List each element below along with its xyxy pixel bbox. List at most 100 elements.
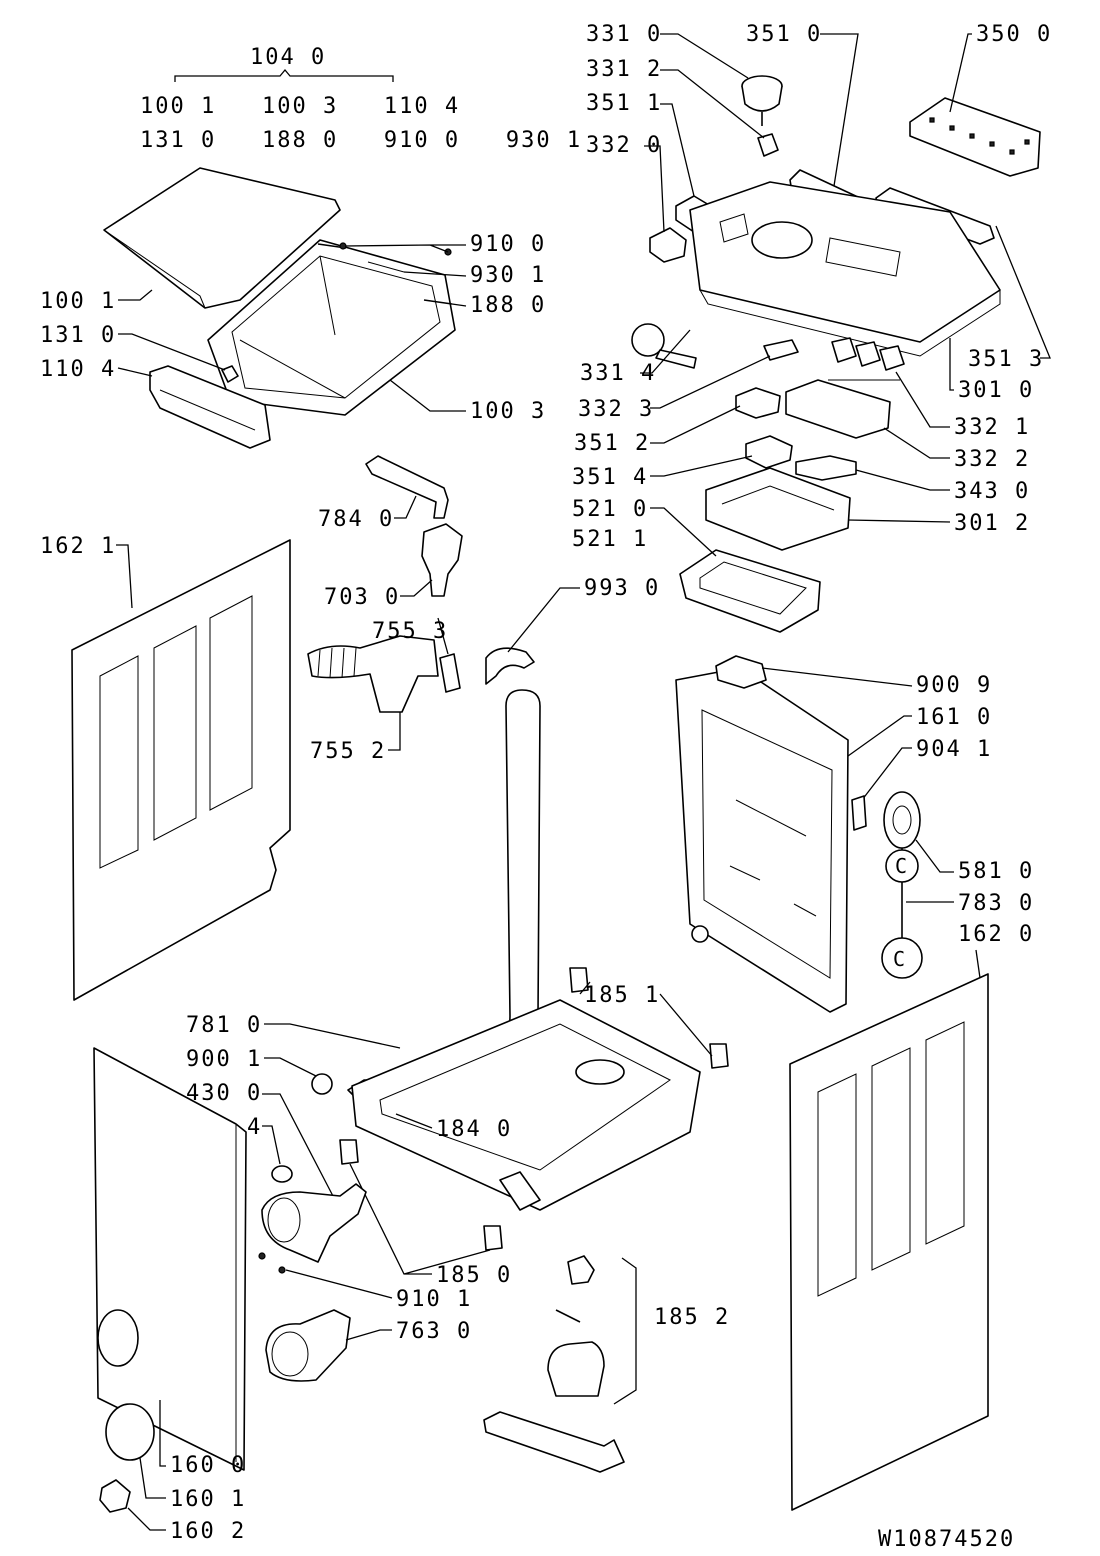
kit-pin (555, 1309, 581, 1323)
callout-185-0: 185 0 (436, 1263, 512, 1288)
right-panel-rib-3 (925, 1021, 965, 1245)
front-panel-callouts: 160 0 160 1 160 2 (127, 1400, 246, 1544)
callout-783-0: 783 0 (958, 891, 1034, 916)
pulley (883, 791, 921, 849)
callout-781-0: 781 0 (186, 1013, 262, 1038)
leader-755-2 (388, 712, 401, 751)
hinge-wire (367, 261, 405, 273)
callout-160-2: 160 2 (170, 1519, 246, 1544)
callout-331-0: 331 0 (586, 22, 662, 47)
rear-panel-hole (691, 925, 709, 943)
light-guide (735, 387, 781, 419)
callout-110-4: 110 4 (40, 357, 116, 382)
cover-904-1 (851, 795, 867, 831)
leader-521-0 (650, 507, 717, 557)
callout-910-1: 910 1 (396, 1287, 472, 1312)
foot-front-right (483, 1225, 503, 1251)
leader-904-1 (861, 747, 912, 801)
leader-331-4 (640, 329, 691, 374)
callout-351-4: 351 4 (572, 465, 648, 490)
rear-panel-slots (729, 799, 817, 917)
clip (221, 365, 239, 383)
left-panel-rib-1 (99, 655, 139, 869)
console-front-lip (699, 289, 1001, 357)
air-hose (365, 455, 449, 519)
bellows-hose (307, 635, 439, 713)
callout-930-1: 930 1 (470, 263, 546, 288)
buttons-332-1 (828, 337, 905, 381)
leader-351-0 (820, 33, 859, 187)
top-frame-cross (239, 255, 346, 399)
connector-351-4 (745, 435, 793, 469)
callout-755-2: 755 2 (310, 739, 386, 764)
leader-188-0 (451, 303, 467, 307)
board-tray-inner (699, 561, 807, 615)
hatch-hinge (99, 1479, 131, 1513)
hatch-door (105, 1403, 155, 1461)
leader-331-2 (660, 69, 765, 139)
callout-351-1: 351 1 (586, 91, 662, 116)
leader-160-1 (139, 1457, 166, 1499)
callout-160-0: 160 0 (170, 1453, 246, 1478)
pulley-callouts: 581 0 783 0 162 0 (906, 839, 1034, 979)
callout-350-0: 350 0 (976, 22, 1052, 47)
foot-rear-right (709, 1043, 729, 1069)
left-panel-rib-2 (153, 625, 197, 841)
leader-900-1 (264, 1057, 317, 1077)
leader-763-0 (345, 1329, 392, 1341)
leader-131-0 (118, 333, 226, 371)
callout-351-3: 351 3 (968, 347, 1044, 372)
callout-100-1: 100 1 (40, 289, 116, 314)
leader-331-0 (660, 33, 749, 79)
callout-301-0: 301 0 (958, 378, 1034, 403)
callout-331-2: 331 2 (586, 57, 662, 82)
group-title: 104 0 (250, 45, 326, 70)
leader-430-0 (262, 1093, 335, 1199)
left-side-panel-body (71, 539, 291, 1001)
callout-755-3: 755 3 (372, 619, 448, 644)
control-panel-callouts: 331 0 351 0 350 0 331 2 351 1 332 0 331 … (572, 22, 1052, 557)
leader-910-1 (285, 1269, 393, 1299)
callout-185-2: 185 2 (654, 1305, 730, 1330)
kit-sleeve (547, 1341, 605, 1397)
hose-clamp (439, 653, 461, 693)
console-housing (689, 181, 1001, 343)
pressure-chamber (421, 523, 463, 597)
base-frame (339, 967, 729, 1251)
leader-900-4 (262, 1125, 281, 1165)
right-side-panel (789, 973, 989, 1511)
bracket-900-9 (715, 655, 767, 689)
rear-panel-callouts: 900 9 161 0 904 1 (761, 667, 990, 801)
base-rear-post (499, 1171, 541, 1211)
block-332-3 (763, 339, 799, 361)
callout-351-2: 351 2 (574, 431, 650, 456)
shield-disc (631, 323, 665, 357)
front-trim (149, 365, 271, 449)
leader-162-0 (975, 949, 981, 979)
leader-351-1 (660, 103, 695, 197)
console-knob-recess (751, 221, 813, 259)
leader-703-0 (400, 579, 433, 597)
callout-521-1: 521 1 (572, 527, 648, 552)
leader-351-3 (995, 225, 1051, 359)
callout-188-0: 188 0 (470, 293, 546, 318)
callout-160-1: 160 1 (170, 1487, 246, 1512)
callout-351-0: 351 0 (746, 22, 822, 47)
leader-781-0 (264, 1023, 401, 1049)
foot-rear-left (569, 967, 589, 993)
right-side-panel-body (789, 973, 989, 1511)
front-panel (93, 1047, 247, 1513)
leader-581-0 (915, 839, 954, 873)
callout-581-0: 581 0 (958, 859, 1034, 884)
leader-161-0 (847, 715, 912, 757)
callout-100-3: 100 3 (470, 399, 546, 424)
pulley-hub (892, 805, 912, 835)
callout-430-0: 430 0 (186, 1081, 262, 1106)
callout-910-0: 910 0 (470, 232, 546, 257)
leader-301-2 (847, 519, 951, 523)
console-display-window (825, 237, 901, 277)
drain-filter (265, 1309, 351, 1382)
rear-panel (675, 655, 849, 1013)
callout-162-0: 162 0 (958, 922, 1034, 947)
drain-pump-body (261, 1183, 367, 1263)
